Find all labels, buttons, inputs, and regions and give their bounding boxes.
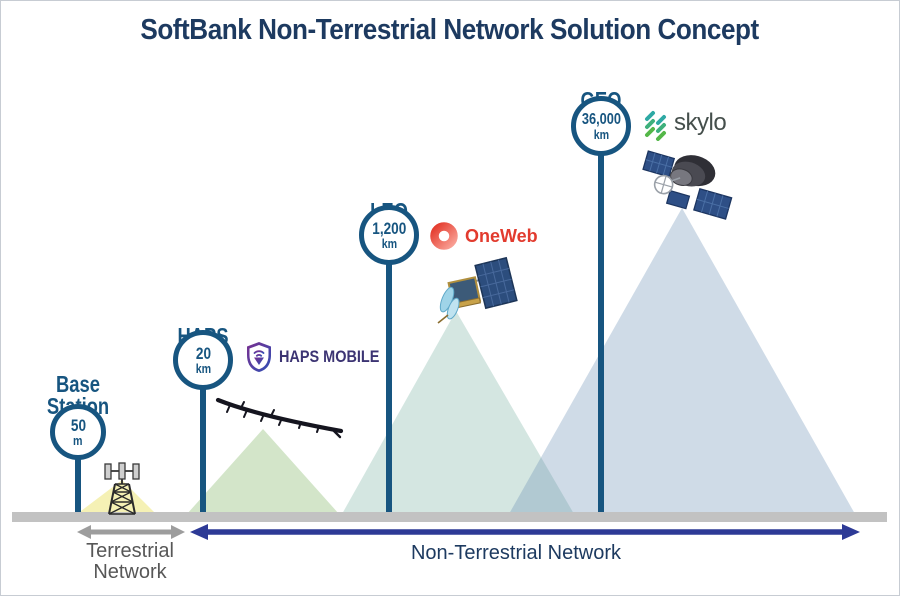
coverage-cone-base-station: [77, 480, 156, 514]
altitude-unit: km: [195, 360, 211, 376]
altitude-unit: km: [593, 126, 609, 142]
altitude-circle-geo: 36,000 km: [571, 96, 631, 156]
oneweb-logo: OneWeb: [429, 221, 538, 251]
skylo-logo: skylo: [644, 105, 727, 141]
altitude-unit: km: [381, 235, 397, 251]
page-title: SoftBank Non-Terrestrial Network Solutio…: [1, 14, 899, 47]
altitude-value: 50: [70, 415, 86, 435]
leo-satellite-icon: [437, 256, 518, 324]
haps-drone-icon: [215, 397, 344, 439]
skylo-dashes-icon: [645, 111, 666, 141]
altitude-pole-haps: [200, 386, 206, 514]
geo-satellite-icon: [642, 150, 733, 220]
coverage-cone-leo: [342, 311, 574, 514]
altitude-pole-leo: [386, 261, 392, 514]
oneweb-logo-text: OneWeb: [465, 225, 538, 246]
coverage-cone-geo: [509, 208, 855, 514]
non-terrestrial-network-label: Non-Terrestrial Network: [410, 542, 622, 564]
altitude-circle-leo: 1,200 km: [359, 205, 419, 265]
altitude-value: 1,200: [371, 218, 407, 238]
altitude-pole-geo: [598, 152, 604, 514]
altitude-value: 20: [195, 343, 211, 363]
haps-mobile-logo: HAPS MOBILE: [246, 341, 397, 373]
haps-mobile-shield-icon: [247, 342, 271, 372]
non-terrestrial-range-arrow: [190, 524, 860, 540]
page-title-text: SoftBank Non-Terrestrial Network Solutio…: [140, 14, 760, 46]
cell-tower-icon: [104, 462, 140, 515]
haps-mobile-logo-text: HAPS MOBILE: [279, 347, 380, 366]
oneweb-ring-icon: [430, 222, 458, 250]
altitude-value: 36,000: [581, 110, 621, 128]
terrestrial-range-arrow: [77, 525, 185, 539]
altitude-unit: m: [73, 432, 83, 448]
altitude-pole-base-station: [75, 456, 81, 514]
altitude-circle-haps: 20 km: [173, 330, 233, 390]
ground-bar: [12, 512, 887, 522]
terrestrial-network-label: Terrestrial Network: [86, 540, 174, 583]
skylo-logo-text: skylo: [674, 109, 727, 136]
coverage-cone-haps: [187, 429, 339, 514]
altitude-circle-base-station: 50 m: [50, 404, 106, 460]
